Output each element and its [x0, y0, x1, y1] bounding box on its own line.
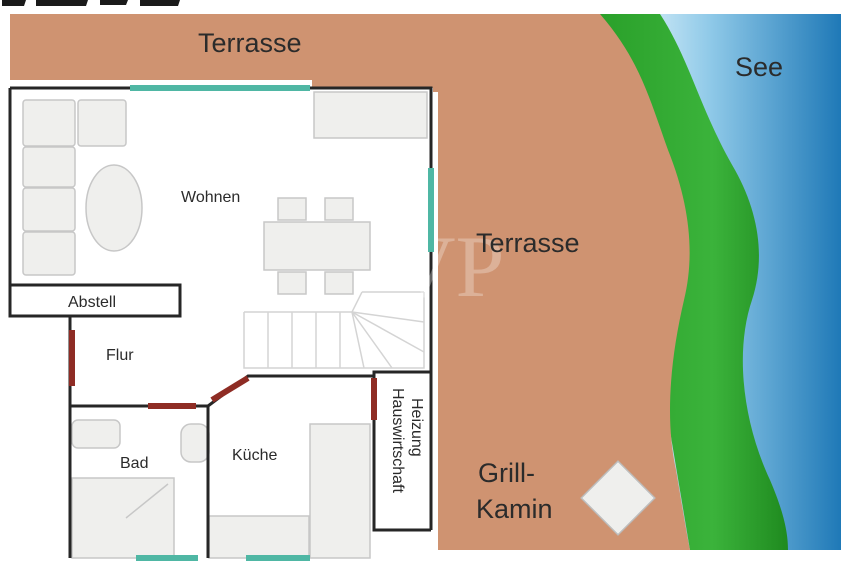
- label-grill-line2: Kamin: [476, 494, 553, 524]
- staircase: [243, 291, 425, 369]
- sofa: [22, 99, 127, 276]
- label-living: Wohnen: [181, 189, 240, 206]
- kitchen-unit: [208, 515, 310, 559]
- watermark: VP: [392, 219, 505, 316]
- shower: [71, 477, 175, 559]
- label-kitchen: Küche: [232, 447, 277, 464]
- grill-fireplace: [580, 460, 656, 536]
- windows: [130, 85, 434, 561]
- label-terrace-right: Terrasse: [476, 228, 580, 258]
- label-heating: Heizung: [408, 398, 425, 457]
- label-hall: Flur: [106, 347, 134, 364]
- kitchen-counter: [309, 423, 371, 559]
- sideboard: [313, 91, 428, 139]
- terrace-area: [10, 14, 690, 550]
- label-bath: Bad: [120, 455, 148, 472]
- title-fragment: [2, 0, 180, 6]
- label-terrace-top: Terrasse: [198, 28, 302, 58]
- bath-cabinet: [71, 419, 121, 449]
- label-utility: Hauswirtschaft: [389, 388, 406, 493]
- toilet: [180, 423, 210, 463]
- doors: [69, 330, 377, 420]
- dining-table: [263, 197, 371, 295]
- label-lake: See: [735, 52, 783, 82]
- label-storage: Abstell: [68, 294, 116, 311]
- label-grill-line1: Grill-: [478, 458, 535, 488]
- coffee-table: [85, 164, 143, 252]
